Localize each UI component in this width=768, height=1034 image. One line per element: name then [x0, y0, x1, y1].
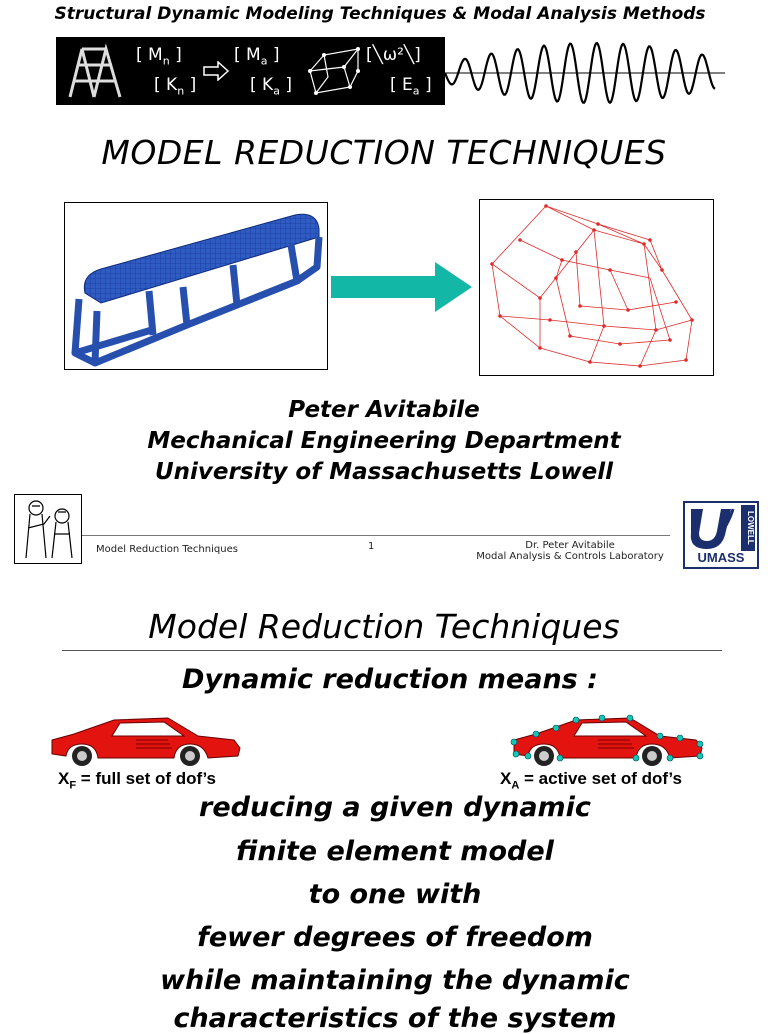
umass-lowell-logo: LOWELL UMASS [683, 501, 759, 569]
frame-structure-icon [68, 43, 122, 98]
arrow-right-icon [203, 61, 230, 81]
fe-model-image [71, 213, 323, 367]
body-line-1: reducing a given dynamic [199, 792, 591, 823]
logo-umass-text: UMASS [697, 550, 745, 565]
caption-active-dof: XA = active set of dof’s [500, 769, 682, 792]
reduced-model-panel [479, 199, 714, 376]
body-line-5: while maintaining the dynamic [160, 965, 630, 996]
header-title: Structural Dynamic Modeling Techniques &… [54, 4, 706, 24]
body-line-3: to one with [308, 879, 482, 910]
car-full-dof-image [51, 717, 241, 766]
footer-rule [82, 535, 670, 536]
caption-full-dof: XF = full set of dof’s [58, 769, 217, 792]
slide1-title: MODEL REDUCTION TECHNIQUES [101, 133, 667, 172]
umass-logo-mark-icon [690, 505, 755, 551]
slide2-title-rule [62, 650, 722, 651]
kn-symbol: K [166, 75, 178, 95]
footer-right-line2: Modal Analysis & Controls Laboratory [476, 551, 664, 562]
ea-symbol: E [402, 75, 413, 95]
car-active-dof-image [510, 714, 704, 766]
logo-lowell-text: LOWELL [746, 511, 755, 545]
body-line-2: finite element model [236, 836, 554, 867]
author-name: Peter Avitabile [288, 397, 480, 423]
mn-symbol: M [148, 45, 163, 65]
footer-right-line1: Dr. Peter Avitabile [525, 540, 615, 551]
fe-model-panel [64, 202, 328, 370]
cartoon-engineers-icon [14, 494, 82, 564]
reduced-model-icon [308, 47, 360, 95]
ma-symbol: M [246, 45, 261, 65]
department: Mechanical Engineering Department [147, 428, 621, 454]
body-line-6: characteristics of the system [173, 1003, 617, 1034]
slide2-title: Model Reduction Techniques [148, 607, 620, 646]
ka-symbol: K [262, 75, 274, 95]
reduction-arrow-icon [331, 262, 472, 312]
vibration-waveform [445, 41, 725, 105]
wireframe-model-image [490, 204, 694, 368]
body-line-4: fewer degrees of freedom [197, 922, 593, 953]
omega-symbol: ╲ω²╲ [372, 45, 415, 65]
slide2-subtitle: Dynamic reduction means : [182, 664, 598, 695]
matrix-banner: [ Mn ] [ Kn ] [ Ma ] [ Ka ] [╲ω²╲] [ Ea … [56, 37, 445, 105]
footer-page-number: 1 [368, 541, 375, 552]
footer-left: Model Reduction Techniques [96, 544, 238, 555]
university: University of Massachusetts Lowell [155, 459, 613, 485]
